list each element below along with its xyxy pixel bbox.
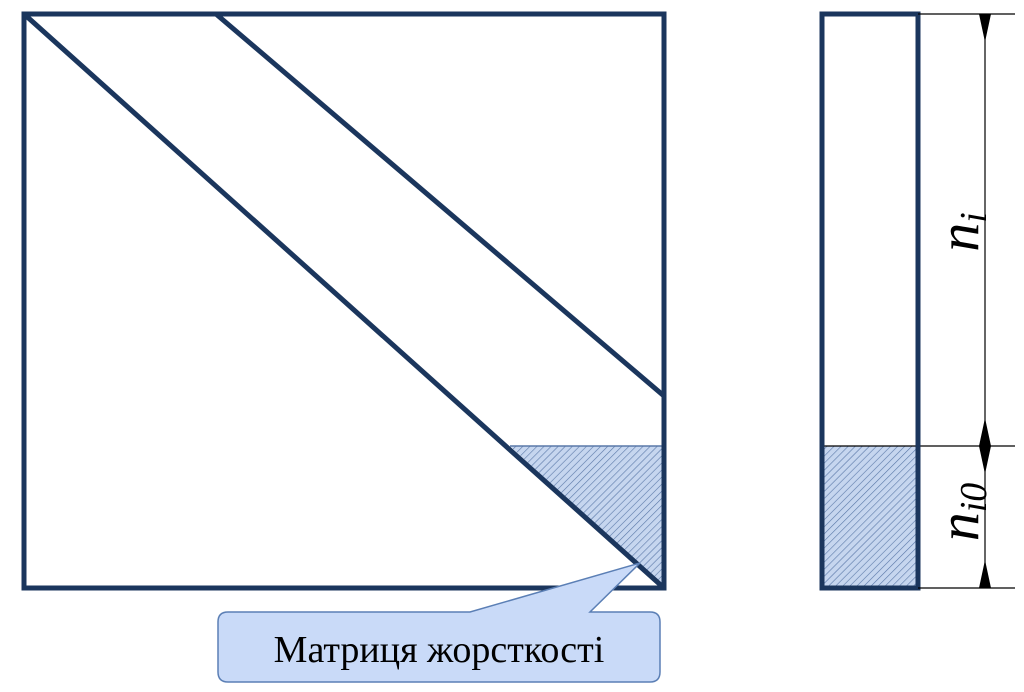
vector-hatch	[822, 446, 918, 588]
label-ni0: ni0	[926, 483, 995, 542]
arrow-down-icon	[979, 418, 991, 446]
vector-column	[819, 11, 1015, 591]
arrow-up-icon	[979, 446, 991, 474]
arrow-up-icon	[979, 14, 991, 42]
dimension-lines	[979, 14, 991, 588]
main-diagonal	[21, 11, 667, 591]
label-ni: ni	[926, 212, 995, 252]
vector-outline	[819, 11, 921, 591]
matrix	[21, 11, 667, 591]
callout-text: Матриця жорсткості	[274, 629, 605, 671]
arrow-down-icon	[979, 560, 991, 588]
band-boundary	[213, 11, 667, 399]
callout: Матриця жорсткості	[217, 562, 661, 683]
matrix-outline	[21, 11, 667, 591]
